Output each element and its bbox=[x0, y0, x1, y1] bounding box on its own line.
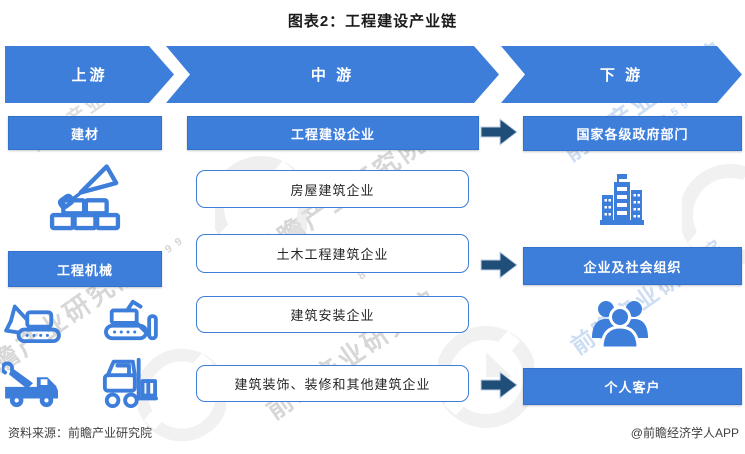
right-arrow-icon bbox=[480, 370, 518, 400]
stage-chevron-upstream: 上游 bbox=[5, 46, 174, 103]
stage-label: 上游 bbox=[71, 67, 108, 84]
trowel-bricks-icon bbox=[49, 164, 121, 231]
midstream-company-installation: 建筑安装企业 bbox=[196, 296, 469, 333]
midstream-company-civil: 土木工程建筑企业 bbox=[196, 234, 469, 273]
downstream-government-box: 国家各级政府部门 bbox=[523, 116, 742, 151]
midstream-company-housing: 房屋建筑企业 bbox=[196, 170, 469, 208]
upstream-materials-box: 建材 bbox=[8, 116, 162, 150]
excavator-icon bbox=[4, 304, 61, 344]
stage-label: 中 游 bbox=[310, 67, 355, 84]
upstream-machinery-box: 工程机械 bbox=[8, 251, 162, 287]
stage-chevron-downstream: 下 游 bbox=[501, 46, 742, 103]
people-group-icon bbox=[592, 301, 648, 350]
data-source-note: 资料来源：前瞻产业研究院 bbox=[8, 426, 153, 440]
stage-chevron-midstream: 中 游 bbox=[166, 46, 499, 103]
stage-label: 下 游 bbox=[599, 67, 644, 84]
forklift-icon bbox=[102, 357, 158, 409]
downstream-individual-box: 个人客户 bbox=[523, 368, 742, 405]
app-credit-note: @前瞻经济学人APP bbox=[630, 426, 739, 440]
right-arrow-icon bbox=[480, 250, 518, 280]
bulldozer-icon bbox=[104, 299, 158, 341]
midstream-company-decoration: 建筑装饰、装修和其他建筑企业 bbox=[196, 365, 469, 402]
right-arrow-icon bbox=[480, 117, 518, 147]
government-building-icon bbox=[600, 174, 644, 225]
tow-truck-icon bbox=[2, 361, 59, 408]
chart-title: 图表2：工程建设产业链 bbox=[287, 13, 458, 30]
downstream-organizations-box: 企业及社会组织 bbox=[523, 247, 742, 285]
midstream-header-box: 工程建设企业 bbox=[187, 116, 479, 150]
